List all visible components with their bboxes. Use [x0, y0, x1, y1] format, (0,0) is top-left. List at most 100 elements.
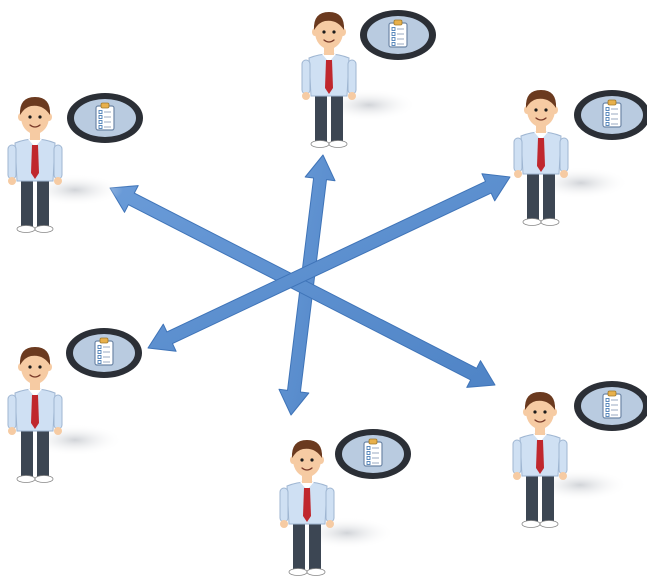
clipboard-icon [94, 337, 114, 366]
person-lower-right-node [512, 381, 647, 528]
left-hand [8, 427, 16, 435]
face [527, 93, 555, 127]
tie [31, 145, 39, 179]
left-hand [302, 92, 310, 100]
smile [323, 39, 335, 43]
right-arm [53, 144, 63, 180]
left-shoe [16, 475, 36, 483]
right-shoe [306, 568, 326, 576]
connection-arrows [109, 154, 511, 416]
floor-shadow [321, 89, 417, 121]
clipboard-badge [67, 93, 143, 143]
clipboard-icon [388, 19, 408, 48]
left-hand [514, 170, 522, 178]
tie [303, 488, 311, 522]
clipboard-icon [602, 390, 622, 419]
left-eye [300, 458, 304, 462]
neck [30, 131, 40, 140]
right-shoe [539, 520, 559, 528]
right-leg [37, 177, 49, 229]
person-bottom-node [279, 429, 411, 576]
face [21, 350, 49, 384]
right-arm [347, 59, 357, 95]
floor-shadow [299, 517, 395, 549]
left-arm [513, 137, 523, 173]
left-arm [7, 394, 17, 430]
hair [19, 97, 51, 115]
floor-shadow [27, 174, 123, 206]
tie [537, 138, 545, 172]
left-eye [28, 365, 32, 369]
double-arrow-person-upper-left-person-lower-right [109, 185, 496, 388]
left-leg [527, 170, 539, 222]
left-hand [513, 472, 521, 480]
right-hand [326, 520, 334, 528]
right-hand [559, 472, 567, 480]
tie [536, 440, 544, 474]
left-hand [8, 177, 16, 185]
left-eye [28, 115, 32, 119]
left-arm [7, 144, 17, 180]
right-hand [560, 170, 568, 178]
people-group [7, 10, 647, 576]
person-bottom [279, 440, 395, 576]
left-leg [293, 520, 305, 572]
neck [535, 426, 545, 435]
right-shoe [34, 225, 54, 233]
left-hand [280, 520, 288, 528]
tie [325, 60, 333, 94]
clipboard-badge [574, 90, 647, 140]
right-leg [309, 520, 321, 572]
person-lower-left [7, 347, 123, 483]
person-lower-left-node [7, 328, 142, 483]
right-arm [53, 394, 63, 430]
person-upper-left [7, 97, 123, 233]
neck [302, 474, 312, 483]
collar [322, 54, 336, 62]
face [293, 443, 321, 477]
right-hand [348, 92, 356, 100]
tie [31, 395, 39, 429]
left-eye [533, 410, 537, 414]
right-eye [38, 365, 42, 369]
person-lower-right [512, 392, 628, 528]
left-arm [279, 487, 289, 523]
clipboard-icon [602, 99, 622, 128]
collar [534, 132, 548, 140]
hair [291, 440, 323, 458]
smile [29, 124, 41, 128]
hair [525, 90, 557, 108]
right-eye [38, 115, 42, 119]
left-leg [526, 472, 538, 524]
neck [536, 124, 546, 133]
right-leg [331, 92, 343, 144]
right-eye [543, 410, 547, 414]
person-upper-left-node [7, 93, 143, 233]
clipboard-icon [95, 102, 115, 131]
left-shoe [521, 520, 541, 528]
right-leg [37, 427, 49, 479]
right-shoe [328, 140, 348, 148]
smile [301, 467, 313, 471]
clipboard-badge [335, 429, 411, 479]
collar [533, 434, 547, 442]
left-arm [512, 439, 522, 475]
collar [28, 389, 42, 397]
right-leg [542, 472, 554, 524]
right-shoe [34, 475, 54, 483]
right-leg [543, 170, 555, 222]
right-shoe [540, 218, 560, 226]
right-hand [54, 177, 62, 185]
person-top-node [301, 10, 436, 148]
person-upper-right-node [513, 90, 647, 226]
double-arrow-person-lower-left-person-upper-right [147, 173, 511, 352]
left-shoe [288, 568, 308, 576]
right-arm [558, 439, 568, 475]
face [21, 100, 49, 134]
left-leg [21, 177, 33, 229]
right-eye [310, 458, 314, 462]
left-leg [21, 427, 33, 479]
clipboard-badge [574, 381, 647, 431]
